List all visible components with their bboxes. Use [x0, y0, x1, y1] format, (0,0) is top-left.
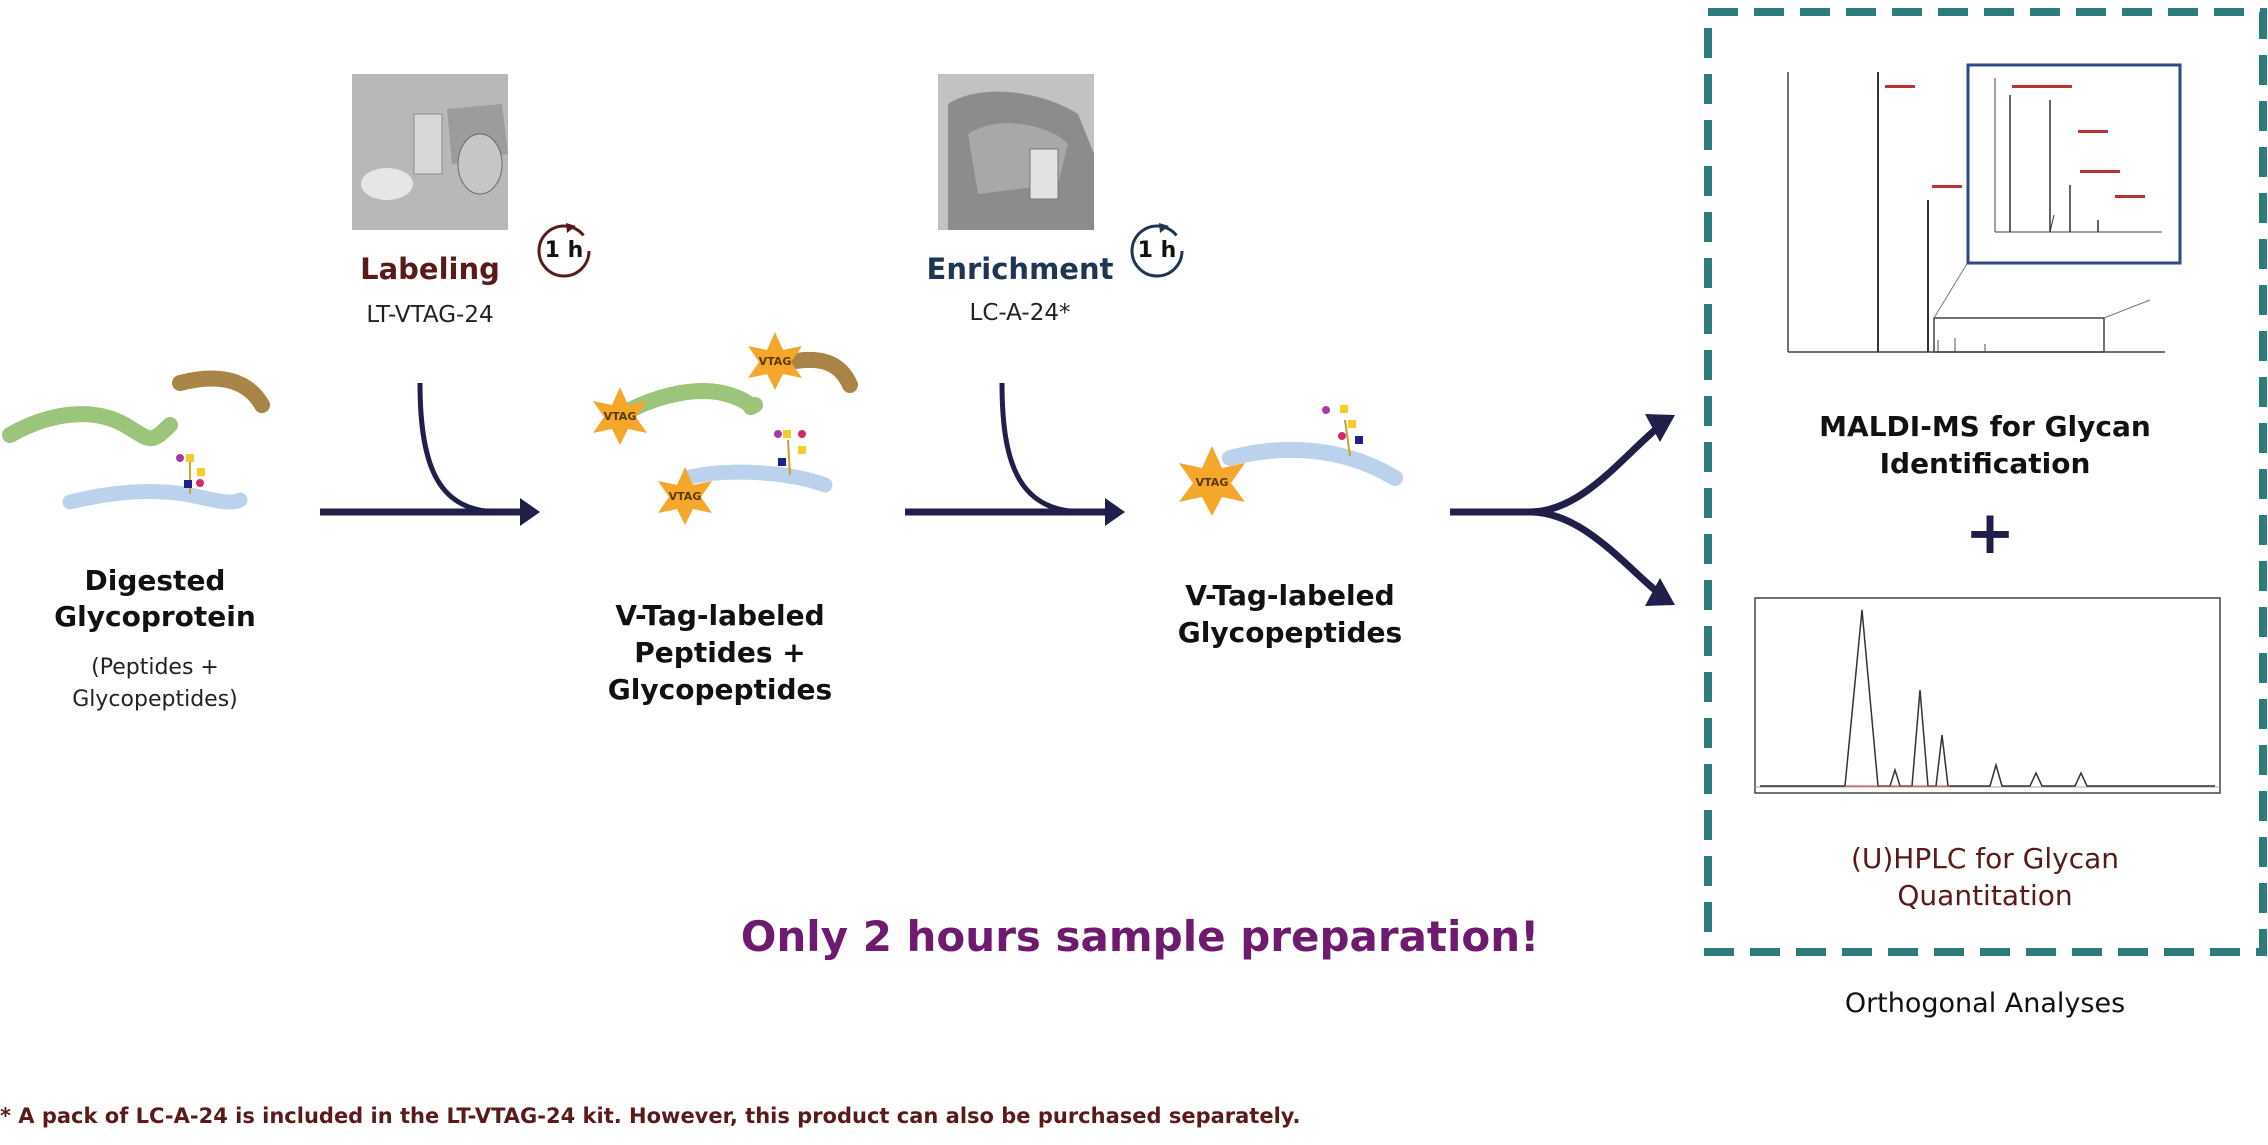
svg-text:VTAG: VTAG [669, 490, 702, 503]
hplc-chromatogram [1754, 597, 2221, 794]
enrichment-time: 1 h [1137, 238, 1177, 263]
hplc-line1: (U)HPLC for Glycan [1850, 842, 2120, 875]
enrichment-product: LC-A-24* [969, 300, 1071, 326]
enrichment-photo [938, 74, 1094, 230]
peptide-blue-labeled [682, 464, 833, 493]
hplc-label: (U)HPLC for Glycan Quantitation [1760, 840, 2210, 914]
maldi-line1: MALDI-MS for Glycan [1819, 410, 2151, 443]
labeling-title: Labeling [360, 252, 500, 286]
vtag-star-4: VTAG [1179, 446, 1245, 516]
footnote: * A pack of LC-A-24 is included in the L… [0, 1104, 1301, 1128]
labeling-product: LT-VTAG-24 [366, 302, 494, 328]
digested-note-line2: Glycopeptides) [72, 687, 238, 712]
enrichment-title: Enrichment [926, 252, 1114, 286]
analyses-box [1704, 8, 2267, 956]
clock-cycle-icon [1130, 223, 1184, 278]
enrichment-time-clock: 1 h [1129, 223, 1185, 279]
labeled-label: V-Tag-labeled Peptides + Glycopeptides [570, 597, 870, 708]
peptide-green [2, 406, 178, 447]
fork-arrow [1450, 427, 1658, 516]
digested-line1: Digested [84, 564, 226, 597]
glycopeptide-blue [1222, 441, 1403, 486]
highlight-text: Only 2 hours sample preparation! [740, 912, 1540, 961]
plus-sign: + [1964, 498, 2016, 568]
labeling-time-clock: 1 h [536, 223, 592, 279]
glycan-icon-2 [774, 430, 806, 476]
maldi-line2: Identification [1879, 447, 2091, 480]
clock-cycle-icon [537, 223, 591, 278]
digested-note: (Peptides + Glycopeptides) [30, 652, 280, 716]
glyco-line1: V-Tag-labeled [1185, 579, 1395, 612]
maldi-spectrum [1775, 63, 2182, 355]
vtag-star-2: VTAG [748, 332, 802, 390]
digested-label: Digested Glycoprotein [30, 563, 280, 635]
glycan-icon [176, 454, 205, 494]
glyco-label: V-Tag-labeled Glycopeptides [1140, 577, 1440, 651]
orthogonal-caption: Orthogonal Analyses [1844, 988, 2126, 1019]
labeled-line2: Peptides + [634, 636, 806, 669]
labeled-line3: Glycopeptides [607, 673, 833, 706]
peptide-green-labeled [622, 382, 763, 418]
svg-text:VTAG: VTAG [604, 410, 637, 423]
svg-text:VTAG: VTAG [759, 355, 792, 368]
glycan-icon-3 [1322, 405, 1363, 457]
digested-line2: Glycoprotein [54, 600, 256, 633]
labeling-photo [352, 74, 508, 230]
glyco-line2: Glycopeptides [1177, 616, 1403, 649]
hand-column-image-icon [938, 74, 1094, 230]
peptide-blue [62, 483, 248, 510]
digested-note-line1: (Peptides + [91, 655, 219, 680]
peptide-brown-labeled [782, 351, 858, 393]
vials-image-icon [352, 74, 508, 230]
maldi-label: MALDI-MS for Glycan Identification [1760, 408, 2210, 482]
hplc-line2: Quantitation [1897, 879, 2073, 912]
svg-text:VTAG: VTAG [1196, 476, 1229, 489]
vtag-star-3: VTAG [658, 467, 712, 525]
labeled-line1: V-Tag-labeled [615, 599, 825, 632]
peptide-brown [172, 370, 270, 413]
vtag-star-1: VTAG [593, 387, 647, 445]
labeling-time: 1 h [544, 238, 584, 263]
